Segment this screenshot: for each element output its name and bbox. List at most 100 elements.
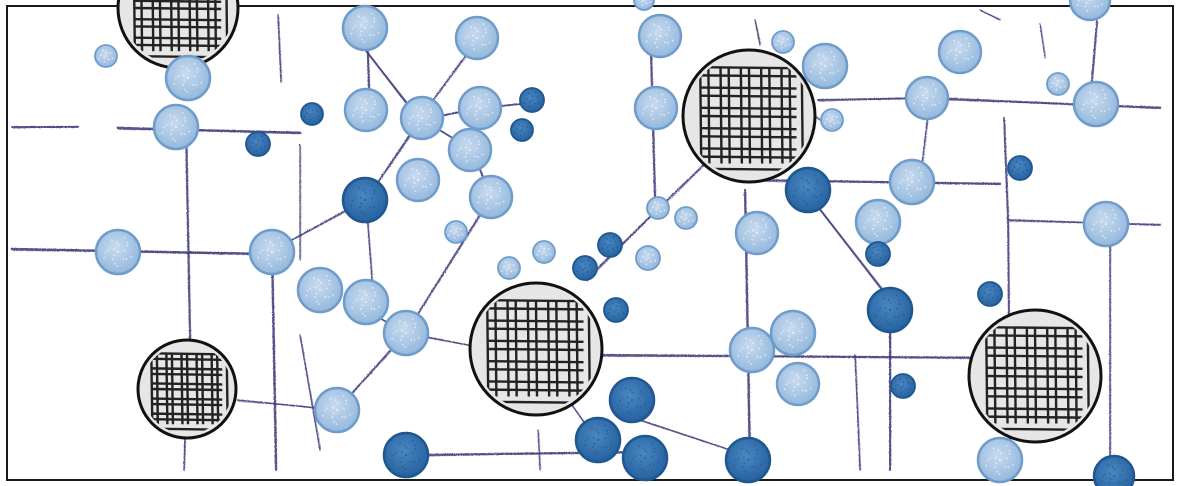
particle-speckle: [1101, 101, 1104, 104]
particle-speckle: [778, 337, 781, 340]
particle-speckle: [466, 160, 468, 163]
particle-speckle: [1100, 109, 1103, 112]
particle-speckle: [365, 109, 367, 111]
hatch-line: [987, 326, 1083, 330]
particle-speckle: [609, 308, 612, 310]
particle-speckle: [813, 187, 816, 190]
particle-speckle: [883, 219, 886, 222]
particle-speckle: [361, 112, 364, 115]
particle-speckle: [334, 399, 337, 402]
particle-speckle: [733, 464, 736, 467]
fiber-strand: [299, 334, 321, 451]
particle-speckle: [540, 245, 542, 248]
particle-speckle: [606, 429, 609, 432]
particle-speckle: [989, 457, 992, 460]
particle-speckle: [981, 296, 984, 299]
fiber-strand-shadow: [278, 16, 283, 82]
particle-speckle: [391, 337, 394, 340]
particle-speckle: [983, 292, 986, 294]
particle-speckle: [833, 122, 836, 125]
particle-speckle: [351, 199, 354, 202]
particle-speckle: [315, 300, 318, 303]
particle-speckle: [738, 349, 741, 352]
particle-speckle: [593, 442, 596, 445]
particle-speckle: [801, 322, 804, 325]
particle-speckle: [479, 100, 482, 103]
particle-speckle: [580, 260, 583, 263]
particle-speckle: [324, 295, 327, 298]
hatch-line: [788, 68, 792, 164]
light-blue-particle: [457, 85, 503, 131]
particle-speckle: [411, 115, 414, 118]
particle-speckle: [751, 349, 753, 351]
particle-disc: [1092, 454, 1136, 486]
particle-speckle: [995, 470, 998, 473]
particle-speckle: [373, 193, 376, 195]
particle-speckle: [378, 305, 381, 308]
particle-speckle: [418, 458, 421, 461]
particle-speckle: [968, 45, 970, 48]
particle-speckle: [325, 274, 328, 277]
hatch-line: [134, 36, 222, 40]
particle-speckle: [922, 100, 925, 103]
particle-speckle: [506, 272, 509, 275]
particle-speckle: [258, 251, 261, 254]
particle-speckle: [734, 459, 737, 462]
particle-speckle: [534, 91, 537, 94]
particle-speckle: [450, 230, 453, 233]
particle-speckle: [280, 241, 283, 244]
particle-speckle: [653, 447, 656, 450]
particle-speckle: [760, 463, 763, 466]
dark-blue-particle: [572, 255, 598, 281]
hatch-line: [1045, 328, 1050, 424]
particle-speckle: [638, 445, 640, 448]
particle-speckle: [759, 356, 762, 359]
particle-speckle: [816, 183, 819, 185]
particle-speckle: [802, 389, 804, 392]
hatch-line: [780, 68, 784, 164]
particle-speckle: [395, 452, 398, 455]
particle-speckle: [667, 111, 670, 114]
particle-speckle: [764, 223, 767, 226]
particle-speckle: [987, 299, 990, 302]
particle-speckle: [787, 381, 790, 384]
particle-speckle: [864, 221, 867, 224]
particle-speckle: [910, 195, 913, 197]
particle-speckle: [795, 373, 798, 376]
particle-speckle: [404, 346, 407, 348]
particle-speckle: [750, 220, 753, 223]
particle-speckle: [323, 409, 326, 412]
particle-speckle: [652, 206, 655, 209]
particle-speckle: [760, 339, 763, 342]
particle-speckle: [464, 37, 467, 40]
particle-speckle: [639, 260, 642, 263]
particle-speckle: [753, 243, 755, 246]
particle-speckle: [109, 52, 112, 54]
particle-speckle: [371, 95, 374, 98]
particle-speckle: [175, 119, 178, 121]
particle-speckle: [508, 263, 511, 266]
particle-speckle: [392, 332, 395, 335]
particle-speckle: [1111, 221, 1114, 224]
particle-speckle: [531, 99, 533, 101]
particle-speckle: [373, 100, 376, 103]
particle-speckle: [122, 257, 125, 260]
particle-speckle: [906, 188, 908, 190]
particle-speckle: [276, 257, 279, 260]
particle-speckle: [271, 244, 274, 246]
light-blue-particle: [313, 386, 361, 434]
particle-speckle: [98, 57, 101, 60]
particle-speckle: [1026, 169, 1029, 172]
particle-speckle: [921, 103, 924, 106]
particle-speckle: [949, 49, 952, 52]
particle-speckle: [267, 254, 270, 257]
particle-speckle: [360, 202, 363, 205]
particle-speckle: [653, 23, 656, 26]
particle-speckle: [790, 322, 793, 325]
particle-speckle: [788, 335, 791, 338]
dark-blue-particle: [784, 166, 832, 214]
particle-speckle: [833, 59, 836, 61]
particle-speckle: [257, 256, 260, 259]
particle-speckle: [373, 115, 376, 118]
fiber-strand-shadow: [586, 206, 661, 282]
